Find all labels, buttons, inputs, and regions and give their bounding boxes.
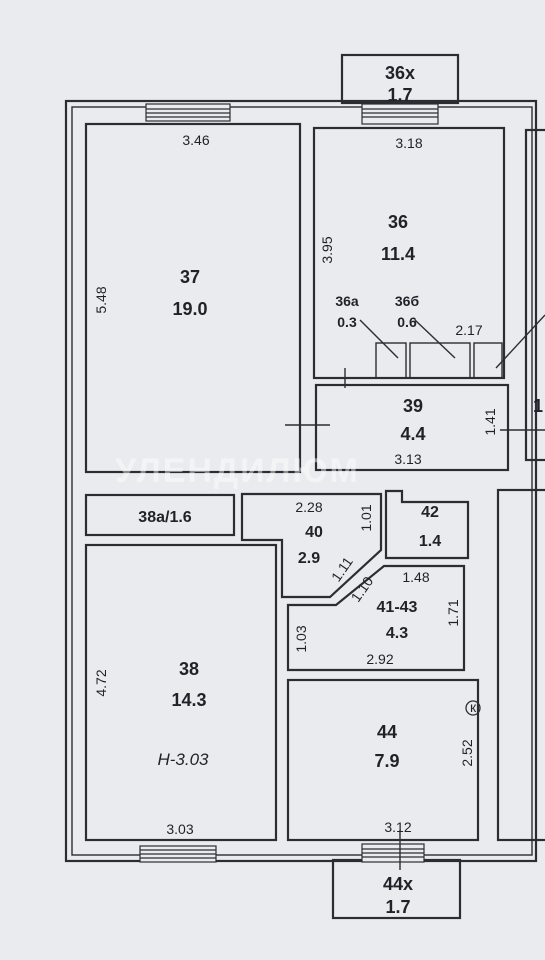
room-37-outline — [84, 122, 302, 474]
room-44-area: 7.9 — [374, 751, 399, 771]
room-38-num: 38 — [179, 659, 199, 679]
room-40-num: 40 — [305, 524, 323, 541]
room-36-outline — [312, 126, 506, 380]
room-38a-label: 38а/1.6 — [138, 509, 191, 526]
room-44x-area: 1.7 — [385, 897, 410, 917]
room-42-area: 1.4 — [419, 533, 441, 550]
balcony-36x — [340, 53, 460, 105]
dim-395: 3.95 — [319, 236, 335, 263]
closet-right-outline — [473, 342, 503, 379]
pointer-36a — [359, 319, 399, 359]
room-36b-area: 0.6 — [397, 314, 417, 330]
room-36-area: 11.4 — [381, 244, 415, 264]
room-40-area: 2.9 — [298, 550, 320, 567]
room-36a-area: 0.3 — [337, 314, 357, 330]
pointer-right — [495, 314, 545, 369]
room-36a-num: 36а — [335, 293, 359, 309]
room-37-area: 19.0 — [172, 299, 207, 319]
dim-548: 5.48 — [93, 286, 109, 313]
dim-292: 2.92 — [366, 651, 393, 667]
dim-141: 1.41 — [482, 408, 498, 435]
room-42-outline — [384, 489, 470, 560]
watermark: УЛЕНДИЛЮМ — [115, 452, 360, 490]
room-36-num: 36 — [388, 212, 408, 232]
dim-313: 3.13 — [394, 451, 421, 467]
room-44x-num: 44х — [383, 874, 413, 894]
window-bottom-44 — [361, 843, 425, 863]
room-38a-outline — [84, 493, 236, 537]
dim-217: 2.17 — [455, 322, 482, 338]
room-36x-area: 1.7 — [387, 85, 412, 105]
window-top-37 — [145, 103, 231, 122]
ceiling-height: Н-3.03 — [157, 750, 209, 769]
dim-472: 4.72 — [93, 669, 109, 696]
room-partial-label: 1 — [533, 396, 543, 416]
outer-wall-inner — [71, 106, 533, 856]
window-bottom-38 — [139, 845, 217, 863]
outer-wall — [64, 99, 538, 863]
room-41-43-num: 41-43 — [377, 599, 418, 616]
dim-346: 3.46 — [182, 132, 209, 148]
room-39-outline — [314, 383, 510, 472]
room-44-outline — [286, 678, 480, 842]
room-38-outline — [84, 543, 278, 842]
room-44-num: 44 — [377, 722, 397, 742]
room-36b-outline — [409, 342, 471, 379]
dim-252: 2.52 — [459, 739, 475, 766]
dim-228: 2.28 — [295, 499, 322, 515]
room-38-area: 14.3 — [171, 690, 206, 710]
room-36b-num: 36б — [395, 293, 420, 309]
dim-111: 1.11 — [328, 554, 356, 585]
room-41-43-outline — [286, 564, 466, 672]
dim-171: 1.71 — [445, 599, 461, 626]
window-top-36 — [361, 103, 439, 125]
dim-103: 1.03 — [293, 625, 309, 652]
room-right-upper — [524, 128, 545, 462]
room-37-num: 37 — [180, 267, 200, 287]
pointer-36b — [414, 319, 456, 359]
dim-101: 1.01 — [358, 504, 374, 531]
kitchen-mark-label: к — [470, 699, 477, 715]
room-36x-num: 36х — [385, 63, 415, 83]
kitchen-mark-icon — [465, 700, 481, 716]
room-40-outline — [240, 492, 383, 599]
room-36a-outline — [375, 342, 407, 379]
dim-318: 3.18 — [395, 135, 422, 151]
room-42-num: 42 — [421, 504, 439, 521]
dim-148: 1.48 — [402, 569, 429, 585]
room-41-43-area: 4.3 — [386, 625, 408, 642]
room-39-num: 39 — [403, 396, 423, 416]
dim-312: 3.12 — [384, 819, 411, 835]
dim-303: 3.03 — [166, 821, 193, 837]
room-39-area: 4.4 — [400, 424, 425, 444]
room-right-lower — [496, 488, 545, 842]
